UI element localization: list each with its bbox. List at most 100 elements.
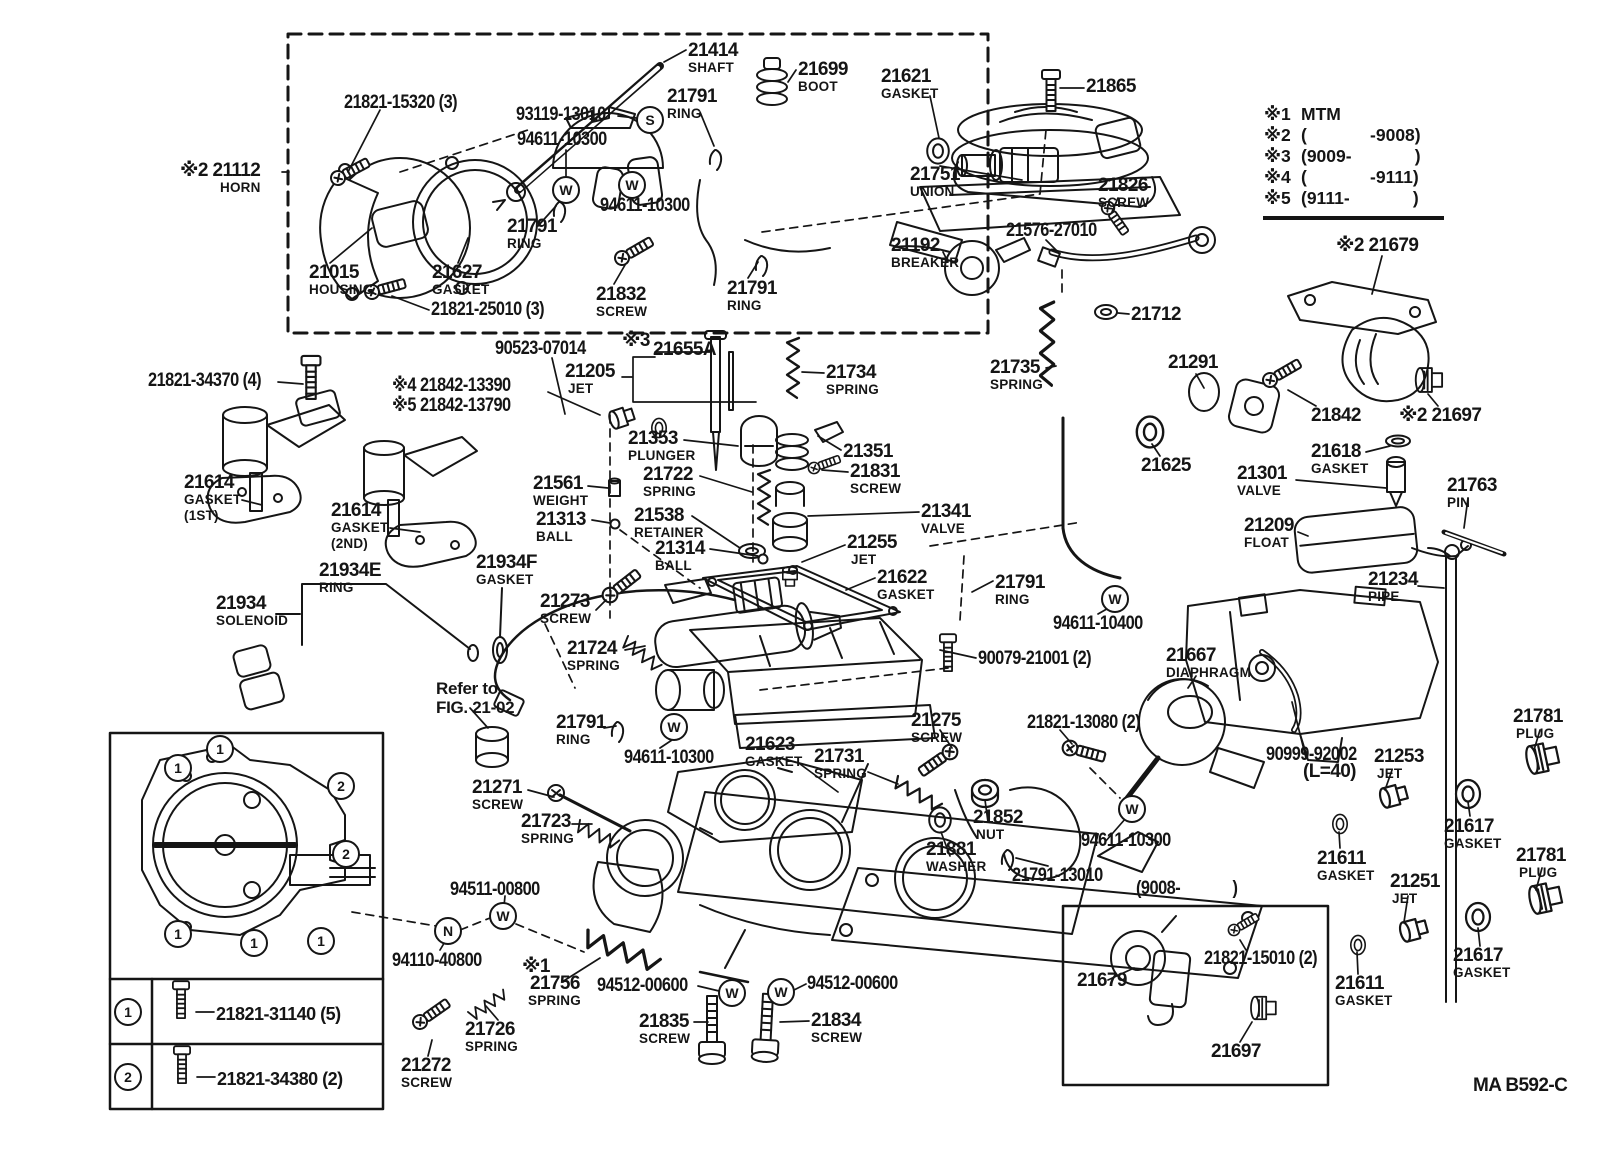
part-label-line: 21735 — [990, 357, 1040, 378]
part-label-line: DIAPHRAGM — [1166, 665, 1252, 680]
part-label-line: 21625 — [1141, 455, 1191, 476]
part-label-line: 21852 — [973, 807, 1023, 828]
part-label-line: GASKET — [1317, 868, 1375, 883]
part-label-line: 21341 — [921, 501, 971, 522]
part-label-line: 21791 — [667, 86, 717, 107]
part-label-line: GASKET — [476, 572, 534, 587]
part-label-21821-15010-2: 21821-15010 (2) — [1204, 949, 1336, 968]
part-label-line: SPRING — [990, 377, 1043, 392]
part-label-line: 21611 — [1317, 848, 1366, 869]
part-label-5-21842-13790: ※5 21842-13790 — [392, 396, 530, 415]
circled-w-washer-icon: W — [552, 176, 580, 204]
part-label-line: 21621 — [881, 66, 931, 87]
part-label-line: 21791 — [556, 712, 606, 733]
part-label-21791-13010: 21791-13010 — [1012, 866, 1117, 885]
part-label-line: 21724 — [567, 638, 617, 659]
circled-w-washer-icon: W — [1118, 795, 1146, 823]
part-label-line: 21614 — [184, 472, 234, 493]
part-label-line: GASKET — [184, 492, 242, 507]
circled-2-icon: 2 — [114, 1063, 142, 1091]
part-label-line: SCREW — [639, 1031, 691, 1046]
part-label-line: 21832 — [596, 284, 646, 305]
circled-s-screw-icon: S — [636, 106, 664, 134]
legend-symbol: ※3 — [1264, 146, 1291, 166]
part-label-line: JET — [568, 381, 594, 396]
part-label-94511-00800: 94511-00800 — [450, 879, 554, 900]
part-label-line: 21831 — [850, 461, 900, 482]
part-label-line: 21834 — [811, 1010, 861, 1031]
part-label-line: 21627 — [432, 262, 482, 283]
part-label-line: 21726 — [465, 1019, 515, 1040]
part-label-line: 94611-10300 — [600, 195, 690, 216]
part-label-line: MA B592-C — [1473, 1075, 1568, 1096]
part-label-line: 94611-10300 — [517, 129, 607, 150]
part-label-line: 21255 — [847, 532, 897, 553]
part-label-line: 21791 — [995, 572, 1045, 593]
part-label-line: FIG. 21-02 — [436, 698, 515, 717]
part-label-line: 21272 — [401, 1055, 451, 1076]
part-label-line: 94611-10300 — [1081, 830, 1171, 851]
part-label-2-21679: ※2 21679 — [1336, 236, 1419, 255]
part-label-line: 21751 — [910, 164, 960, 185]
part-label-line: 21821-13080 (2) — [1027, 712, 1141, 733]
part-label-line: 21934 — [216, 593, 266, 614]
legend-symbol: ※4 — [1264, 167, 1291, 187]
legend-text: (9111- ) — [1301, 188, 1419, 208]
legend-text: MTM — [1301, 104, 1341, 124]
part-label-line: SHAFT — [688, 60, 734, 75]
part-label-line: 21821-34370 (4) — [148, 370, 262, 391]
part-label-line: (2ND) — [331, 536, 368, 551]
part-label-line: 21291 — [1168, 352, 1218, 373]
part-label-line: 94611-10300 — [624, 747, 714, 768]
part-label-line: 94511-00800 — [450, 879, 540, 900]
part-label-line: WASHER — [926, 859, 987, 874]
part-label-line: SPRING — [521, 831, 574, 846]
circled-2-icon: 2 — [327, 772, 355, 800]
part-label-line: SPRING — [465, 1039, 518, 1054]
part-label-90523-07014: 90523-07014 — [495, 339, 600, 358]
part-label-line: 21835 — [639, 1011, 689, 1032]
part-label-line: ※3 — [622, 330, 650, 351]
circled-1-icon: 1 — [206, 735, 234, 763]
part-label-line: 21617 — [1444, 816, 1494, 837]
circled-1-icon: 1 — [114, 998, 142, 1026]
part-label-90999-92002: 90999-92002(L=40) — [1266, 744, 1371, 781]
part-label-line: 21712 — [1131, 304, 1181, 325]
part-label-21351: 21351 — [843, 441, 893, 462]
part-label-line: 21791 — [727, 278, 777, 299]
part-label-line: 21351 — [843, 441, 893, 462]
legend-row: ※3(9009- ) — [1264, 146, 1421, 167]
part-label-line: ※4 21842-13390 — [392, 375, 511, 396]
part-label-line: 21623 — [745, 734, 795, 755]
part-label-line: PLUG — [1519, 865, 1558, 880]
part-label-line: RING — [727, 298, 762, 313]
part-label-line: 21679 — [1077, 970, 1127, 991]
part-label-line: 21722 — [643, 464, 693, 485]
part-label-94611-10300: 94611-10300 — [624, 747, 728, 768]
part-label-line: 21234 — [1368, 569, 1418, 590]
part-label-line: SCREW — [811, 1030, 863, 1045]
part-label-line: 21865 — [1086, 76, 1136, 97]
part-label-21821-15320-3: 21821-15320 (3) — [344, 93, 476, 112]
part-label-line: ※1 — [522, 956, 550, 977]
part-label-4-21842-13390: ※4 21842-13390 — [392, 375, 530, 396]
part-label-21679: 21679 — [1077, 970, 1127, 991]
part-label-21712: 21712 — [1131, 304, 1181, 325]
part-label-line: 21313 — [536, 509, 586, 530]
part-label-line: 90999-92002 — [1266, 744, 1357, 765]
